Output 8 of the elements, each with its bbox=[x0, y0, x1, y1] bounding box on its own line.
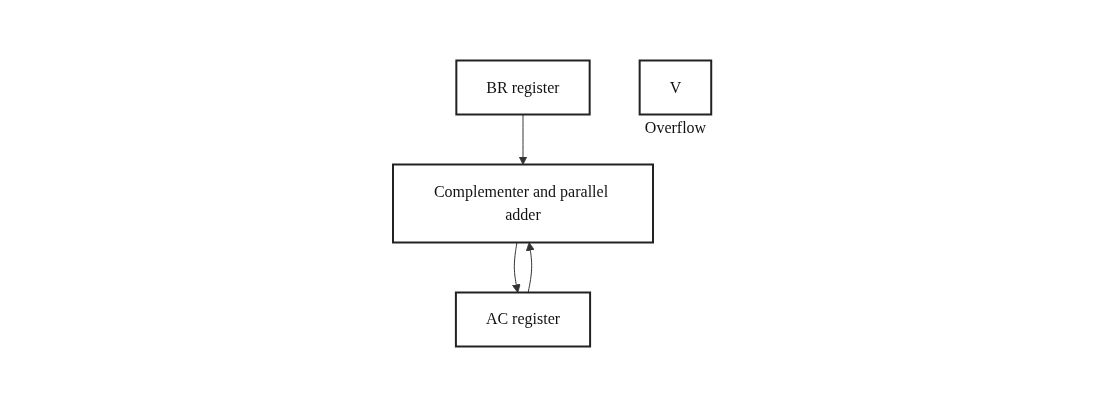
node-box: Complementer and parallel adder bbox=[391, 163, 654, 244]
node-box: BR register bbox=[455, 59, 591, 116]
arrow bbox=[511, 242, 521, 293]
overflow-caption: Overflow bbox=[644, 118, 707, 137]
arrow bbox=[525, 242, 535, 293]
node-box: AC register bbox=[454, 291, 591, 348]
arrow bbox=[518, 114, 528, 165]
node-box: V bbox=[638, 59, 713, 116]
